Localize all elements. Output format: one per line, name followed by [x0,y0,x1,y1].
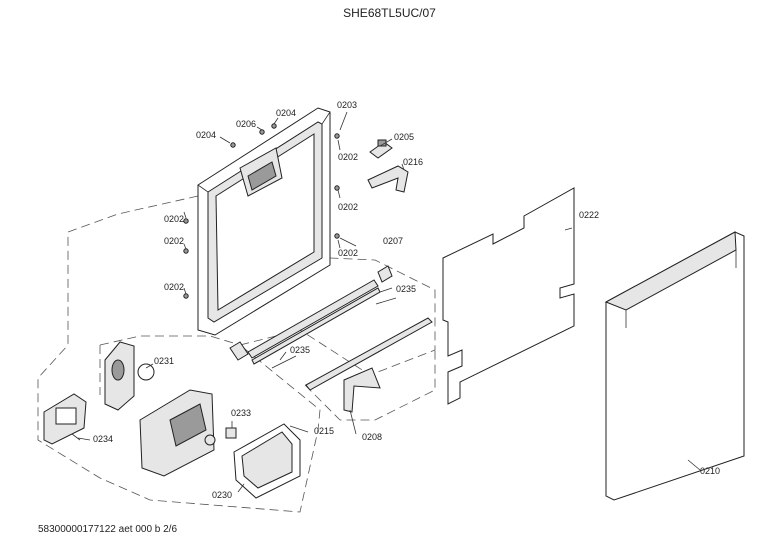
label-0204a[interactable]: 0204 [196,130,216,140]
drawing-footer: 58300000177122 aet 000 b 2/6 [38,524,178,535]
label-0206[interactable]: 0206 [236,119,256,129]
leader-lines [77,111,701,493]
label-0233[interactable]: 0233 [231,408,251,418]
assembly-outlines [37,195,436,513]
gasket-0230[interactable] [233,423,301,499]
label-0216[interactable]: 0216 [403,157,423,167]
control-unit-0215[interactable] [139,389,216,477]
label-0202e[interactable]: 0202 [338,248,358,258]
label-0202c[interactable]: 0202 [338,202,358,212]
label-0235a[interactable]: 0235 [396,284,416,294]
label-0231[interactable]: 0231 [154,356,174,366]
knob-0233[interactable] [225,427,237,439]
label-0204b[interactable]: 0204 [276,108,296,118]
part-labels: 0203 0204 0206 0204 0205 0202 0216 0202 … [93,100,720,500]
outer-door-0210[interactable] [604,231,745,501]
label-0235b[interactable]: 0235 [290,345,310,355]
label-0202d[interactable]: 0202 [164,236,184,246]
inner-door-panel-0203[interactable] [197,107,331,336]
dispenser-0231[interactable] [104,341,155,411]
rail-0208[interactable] [305,317,433,413]
label-0208[interactable]: 0208 [362,432,382,442]
clip-0216[interactable] [367,165,409,193]
label-0203[interactable]: 0203 [337,100,357,110]
label-0202f[interactable]: 0202 [164,282,184,292]
label-0215[interactable]: 0215 [314,426,334,436]
drawing-title: SHE68TL5UC/07 [343,6,436,20]
bracket-0205[interactable] [369,139,393,159]
label-0234[interactable]: 0234 [93,434,113,444]
label-0205[interactable]: 0205 [394,132,414,142]
label-0210[interactable]: 0210 [700,466,720,476]
screws [183,123,340,299]
label-0202b[interactable]: 0202 [164,214,184,224]
cover-0234[interactable] [43,393,87,445]
label-0202a[interactable]: 0202 [338,152,358,162]
label-0222[interactable]: 0222 [579,210,599,220]
label-0230[interactable]: 0230 [212,490,232,500]
label-0207[interactable]: 0207 [383,236,403,246]
insulation-panel-0222[interactable] [442,187,575,405]
